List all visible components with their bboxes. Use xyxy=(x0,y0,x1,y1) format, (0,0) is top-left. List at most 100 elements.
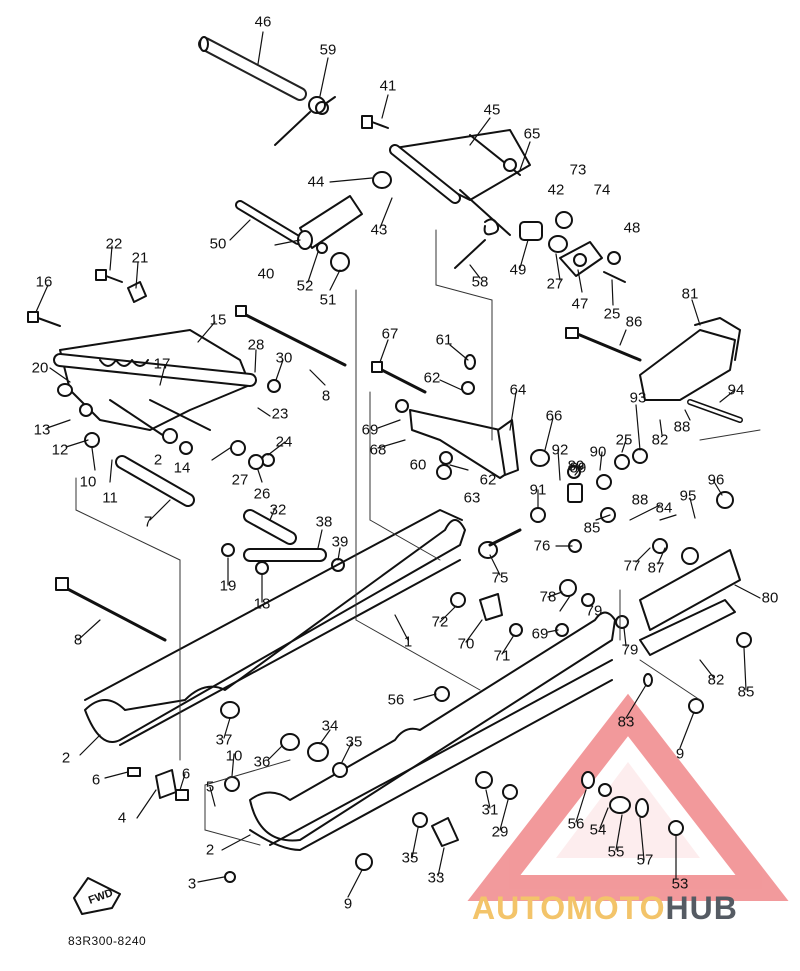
callout-64: 64 xyxy=(509,381,527,399)
callout-83: 83 xyxy=(617,713,635,731)
slide-rail-right xyxy=(249,611,616,851)
callout-91: 91 xyxy=(529,481,547,499)
shaft-32 xyxy=(221,509,345,575)
watermark-text-auto: AUTOMOTO xyxy=(472,890,666,926)
callout-82: 82 xyxy=(651,431,669,449)
callout-87: 87 xyxy=(647,559,665,577)
callout-44: 44 xyxy=(307,173,325,191)
callout-2: 2 xyxy=(205,841,215,859)
callout-1: 1 xyxy=(403,633,413,651)
callout-40: 40 xyxy=(257,265,275,283)
arm-64 xyxy=(371,361,519,479)
shaft-46 xyxy=(198,36,307,101)
callout-57: 57 xyxy=(636,851,654,869)
leader-lines xyxy=(35,31,761,898)
rail-80 xyxy=(639,549,741,656)
callout-58: 58 xyxy=(471,273,489,291)
callout-45: 45 xyxy=(483,101,501,119)
callout-17: 17 xyxy=(153,355,171,373)
collar-49 xyxy=(519,211,626,283)
callout-67: 67 xyxy=(381,325,399,343)
callout-9: 9 xyxy=(675,745,685,763)
callout-48: 48 xyxy=(623,219,641,237)
callout-25: 25 xyxy=(615,431,633,449)
callout-85: 85 xyxy=(583,519,601,537)
callout-36: 36 xyxy=(253,753,271,771)
callout-49: 49 xyxy=(509,261,527,279)
callout-68: 68 xyxy=(369,441,387,459)
callout-73: 73 xyxy=(569,161,587,179)
callout-39: 39 xyxy=(331,533,349,551)
watermark-brand: AUTOMOTOHUB xyxy=(472,890,738,927)
callout-46: 46 xyxy=(254,13,272,31)
callout-78: 78 xyxy=(539,588,557,606)
callout-65: 65 xyxy=(523,125,541,143)
callout-84: 84 xyxy=(655,499,673,517)
callout-70: 70 xyxy=(457,635,475,653)
callout-27: 27 xyxy=(546,275,564,293)
callout-18: 18 xyxy=(253,595,271,613)
callout-69: 69 xyxy=(361,421,379,439)
callout-25: 25 xyxy=(603,305,621,323)
callout-30: 30 xyxy=(275,349,293,367)
callout-76: 76 xyxy=(533,537,551,555)
shock-absorber-40 xyxy=(235,171,392,272)
callout-79: 79 xyxy=(621,641,639,659)
callout-34: 34 xyxy=(321,717,339,735)
callout-42: 42 xyxy=(547,181,565,199)
callout-93: 93 xyxy=(629,389,647,407)
callout-24: 24 xyxy=(275,433,293,451)
callout-62: 62 xyxy=(479,471,497,489)
rear-bracket-81 xyxy=(565,317,743,423)
spring-59 xyxy=(274,96,336,146)
callout-56: 56 xyxy=(387,691,405,709)
assembly-lines xyxy=(75,229,761,846)
callout-86: 86 xyxy=(625,313,643,331)
bolt-16 xyxy=(27,311,61,327)
callout-29: 29 xyxy=(491,823,509,841)
callout-19: 19 xyxy=(219,577,237,595)
callout-35: 35 xyxy=(345,733,363,751)
callout-77: 77 xyxy=(623,557,641,575)
callout-63: 63 xyxy=(463,489,481,507)
front-arm-45 xyxy=(389,129,531,236)
bolt-41 xyxy=(361,115,389,129)
callout-35: 35 xyxy=(401,849,419,867)
fwd-arrow-icon xyxy=(73,877,121,915)
callout-4: 4 xyxy=(117,809,127,827)
callout-37: 37 xyxy=(215,731,233,749)
callout-11: 11 xyxy=(102,489,118,507)
callout-88: 88 xyxy=(631,491,649,509)
callout-31: 31 xyxy=(481,801,499,819)
callout-80: 80 xyxy=(761,589,779,607)
callout-13: 13 xyxy=(33,421,51,439)
callout-54: 54 xyxy=(589,821,607,839)
callout-12: 12 xyxy=(51,441,69,459)
callout-47: 47 xyxy=(571,295,589,313)
callout-8: 8 xyxy=(321,387,331,405)
callout-14: 14 xyxy=(173,459,191,477)
callout-8: 8 xyxy=(73,631,83,649)
long-bolt-8-lower xyxy=(55,577,167,642)
callout-9: 9 xyxy=(343,895,353,913)
callout-69: 69 xyxy=(531,625,549,643)
callout-2: 2 xyxy=(61,749,71,767)
callout-6: 6 xyxy=(91,771,101,789)
watermark-text-hub: HUB xyxy=(665,890,738,926)
callout-72: 72 xyxy=(431,613,449,631)
callout-41: 41 xyxy=(379,77,397,95)
callout-20: 20 xyxy=(31,359,49,377)
callout-43: 43 xyxy=(370,221,388,239)
callout-75: 75 xyxy=(491,569,509,587)
callout-15: 15 xyxy=(209,311,227,329)
callout-94: 94 xyxy=(727,381,745,399)
part-code: 83R300-8240 xyxy=(68,934,147,948)
small-parts xyxy=(79,354,752,883)
callout-23: 23 xyxy=(271,405,289,423)
callout-90: 90 xyxy=(589,443,607,461)
callout-38: 38 xyxy=(315,513,333,531)
spring-58 xyxy=(454,218,500,269)
rear-arm-15 xyxy=(53,329,257,441)
callout-2: 2 xyxy=(153,451,163,469)
